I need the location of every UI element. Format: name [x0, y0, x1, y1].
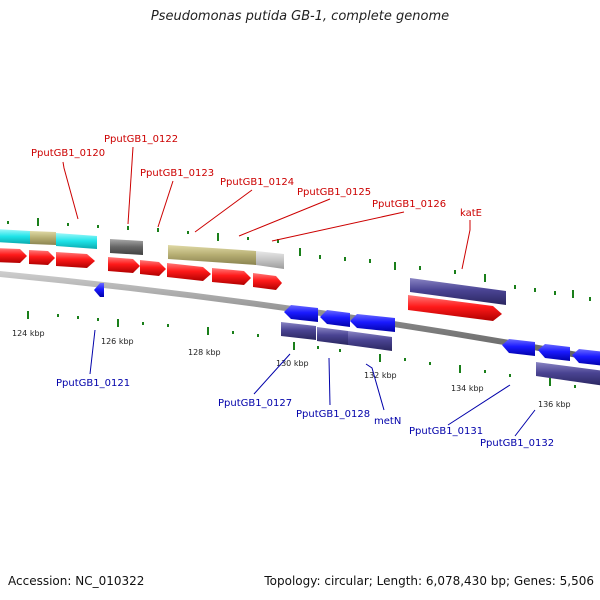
cds-arrow-forward[interactable] [253, 273, 282, 290]
feature-bar-purple[interactable] [410, 278, 506, 305]
feature-bar-olive[interactable] [30, 231, 56, 245]
cds-arrow-forward[interactable] [29, 250, 55, 265]
gene-label-reverse[interactable]: PputGB1_0132 [480, 438, 554, 449]
scale-label: 132 kbp [364, 371, 397, 380]
scale-label: 128 kbp [188, 348, 221, 357]
feature-bar-cyan[interactable] [56, 233, 97, 249]
feature-bar-purple[interactable] [317, 327, 348, 345]
cds-arrow-forward[interactable] [140, 260, 166, 276]
cds-arrow-reverse[interactable] [350, 314, 395, 332]
feature-bar-cyan[interactable] [0, 229, 30, 244]
feature-bar-purple[interactable] [281, 322, 316, 340]
gene-label-forward[interactable]: PputGB1_0124 [220, 177, 294, 188]
gene-label-reverse[interactable]: PputGB1_0121 [56, 378, 130, 389]
reverse-gene-labels: PputGB1_0121 PputGB1_0127 PputGB1_0128 m… [56, 378, 554, 449]
accession-text: Accession: NC_010322 [8, 574, 145, 588]
forward-cds-arrows [0, 248, 502, 321]
cds-arrow-reverse[interactable] [572, 349, 600, 366]
forward-gene-labels: PputGB1_0120 PputGB1_0122 PputGB1_0123 P… [31, 134, 482, 219]
gene-label-reverse[interactable]: PputGB1_0131 [409, 426, 483, 437]
cds-arrow-forward[interactable] [56, 252, 95, 268]
scale-labels: 124 kbp 126 kbp 128 kbp 130 kbp 132 kbp … [12, 329, 571, 409]
map-title: Pseudomonas putida GB-1, complete genome [150, 9, 450, 24]
reverse-feature-bars [281, 322, 600, 386]
scale-label: 130 kbp [276, 359, 309, 368]
cds-arrow-forward[interactable] [408, 295, 502, 321]
genome-stats-text: Topology: circular; Length: 6,078,430 bp… [264, 574, 594, 588]
gene-label-forward[interactable]: PputGB1_0123 [140, 168, 214, 179]
gene-label-forward[interactable]: PputGB1_0120 [31, 148, 105, 159]
cds-arrow-reverse[interactable] [538, 344, 570, 361]
scale-label: 126 kbp [101, 337, 134, 346]
gene-label-reverse[interactable]: PputGB1_0128 [296, 409, 370, 420]
forward-label-leaders [62, 146, 471, 270]
gene-label-forward[interactable]: PputGB1_0122 [104, 134, 178, 145]
feature-bar-olive[interactable] [168, 245, 256, 265]
gene-label-reverse[interactable]: PputGB1_0127 [218, 398, 292, 409]
feature-bar-lightgray[interactable] [256, 251, 284, 269]
reverse-tick-marks [27, 311, 576, 388]
cds-arrow-reverse[interactable] [320, 310, 350, 327]
feature-bar-purple[interactable] [536, 362, 600, 386]
reverse-cds-arrows [94, 283, 600, 366]
genome-backbone [0, 270, 600, 363]
cds-arrow-reverse[interactable] [502, 339, 535, 356]
gene-label-forward[interactable]: PputGB1_0126 [372, 199, 446, 210]
cds-arrow-forward[interactable] [167, 263, 211, 281]
cds-arrow-forward[interactable] [0, 248, 27, 263]
scale-label: 124 kbp [12, 329, 45, 338]
cds-arrow-reverse[interactable] [94, 283, 104, 297]
scale-label: 136 kbp [538, 400, 571, 409]
gene-label-forward[interactable]: katE [460, 208, 482, 219]
feature-bar-purple[interactable] [348, 331, 392, 351]
cds-arrow-forward[interactable] [212, 268, 251, 285]
feature-bar-gray[interactable] [110, 239, 143, 255]
cds-arrow-reverse[interactable] [284, 305, 318, 322]
reverse-label-leaders [89, 329, 536, 437]
cds-arrow-forward[interactable] [108, 257, 140, 273]
gene-label-forward[interactable]: PputGB1_0125 [297, 187, 371, 198]
scale-label: 134 kbp [451, 384, 484, 393]
gene-label-reverse[interactable]: metN [374, 416, 401, 427]
forward-feature-bars [0, 229, 506, 305]
